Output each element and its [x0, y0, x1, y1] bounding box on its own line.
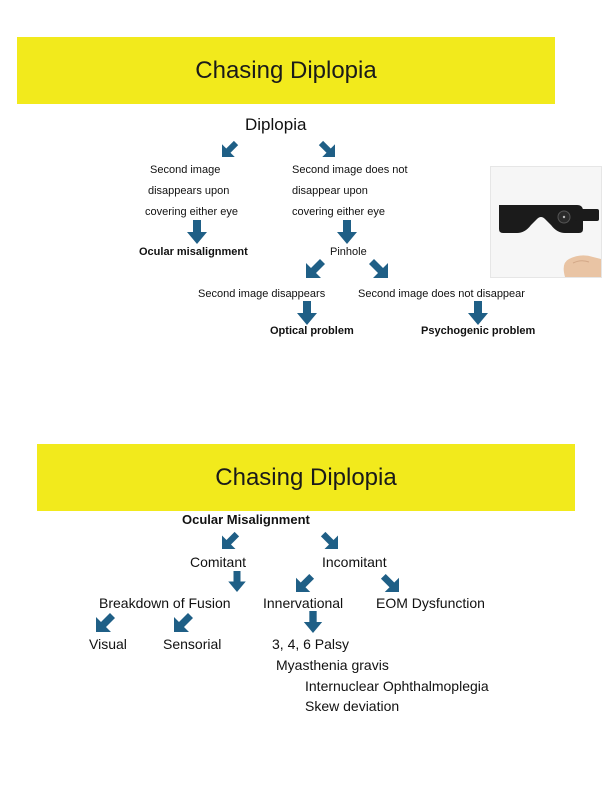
innervational-item-2: Myasthenia gravis: [276, 657, 389, 673]
diplopia-label: Diplopia: [245, 115, 307, 134]
sensorial-label: Sensorial: [163, 636, 222, 652]
block-arrow-icon: [306, 258, 326, 278]
left-branch-line-2: disappears upon: [148, 185, 230, 197]
ocular-misalignment-root: Ocular Misalignment: [182, 512, 310, 527]
visual-label: Visual: [89, 636, 127, 652]
block-arrow-icon: [368, 258, 388, 278]
block-arrow-icon: [187, 220, 207, 244]
slide-title: Chasing Diplopia: [195, 56, 377, 84]
ocular-misalignment-label: Ocular misalignment: [139, 246, 248, 258]
comitant-label: Comitant: [190, 554, 247, 570]
block-arrow-icon: [222, 531, 240, 549]
breakdown-of-fusion-label: Breakdown of Fusion: [99, 595, 231, 611]
block-arrow-icon: [174, 612, 194, 632]
block-arrow-icon: [96, 612, 116, 632]
pinhole-label: Pinhole: [330, 246, 367, 258]
block-arrow-icon: [296, 573, 315, 592]
left-branch-line-3: covering either eye: [145, 206, 238, 218]
block-arrow-icon: [380, 573, 399, 592]
innervational-item-3: Internuclear Ophthalmoplegia: [305, 678, 489, 694]
slide-1: Chasing Diplopia Diplopia Second image d…: [17, 37, 602, 337]
pinhole-right-label: Second image does not disappear: [358, 288, 525, 300]
block-arrow-icon: [222, 140, 239, 157]
innervational-label: Innervational: [263, 595, 344, 611]
block-arrow-icon: [468, 301, 488, 325]
slide-title-banner: Chasing Diplopia: [37, 444, 575, 511]
psychogenic-problem-label: Psychogenic problem: [421, 325, 536, 337]
block-arrow-icon: [318, 140, 335, 157]
eom-dysfunction-label: EOM Dysfunction: [376, 595, 485, 611]
left-branch-line-1: Second image: [150, 164, 221, 176]
right-branch-line-3: covering either eye: [292, 206, 385, 218]
pinhole-left-label: Second image disappears: [198, 288, 326, 300]
slide-2: Chasing Diplopia Ocular Misalignment Com…: [0, 400, 612, 792]
pinhole-occluder-photo: [490, 166, 602, 278]
slide-title: Chasing Diplopia: [215, 463, 397, 491]
right-branch-line-1: Second image does not: [292, 164, 408, 176]
block-arrow-icon: [227, 571, 247, 592]
block-arrow-icon: [297, 301, 317, 325]
optical-problem-label: Optical problem: [270, 325, 354, 337]
block-arrow-icon: [303, 611, 323, 633]
innervational-item-1: 3, 4, 6 Palsy: [272, 636, 350, 652]
slide-title-banner: Chasing Diplopia: [17, 37, 555, 104]
incomitant-label: Incomitant: [322, 554, 387, 570]
block-arrow-icon: [320, 531, 338, 549]
innervational-item-4: Skew deviation: [305, 698, 400, 714]
right-branch-line-2: disappear upon: [292, 185, 368, 197]
block-arrow-icon: [337, 220, 357, 244]
